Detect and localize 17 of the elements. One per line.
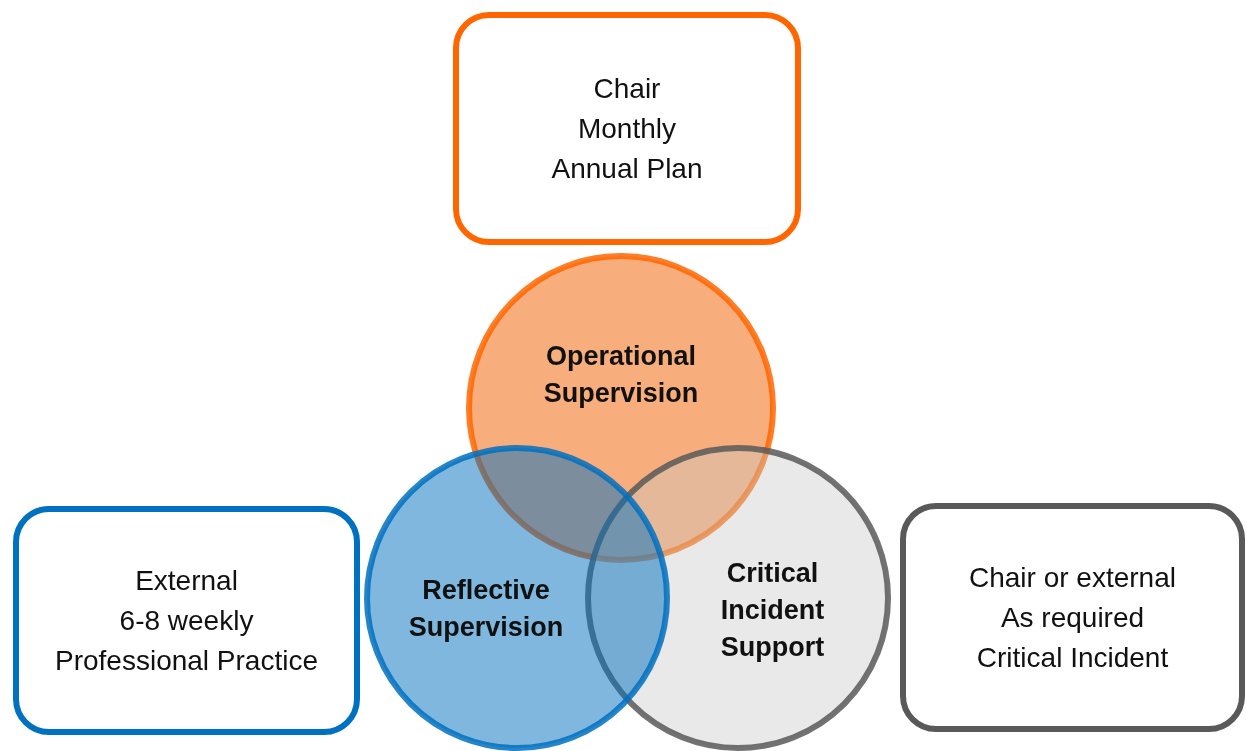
box-text: Chair or external	[969, 560, 1176, 595]
circle-label: Reflective Supervision	[407, 574, 565, 644]
info-box	[900, 503, 1245, 732]
box-text: Professional Practice	[55, 643, 318, 678]
venn-circle	[364, 445, 670, 751]
circle-label: Critical Incident Support	[719, 557, 826, 664]
venn-circle	[466, 253, 776, 563]
box-text: Annual Plan	[551, 151, 703, 186]
info-box	[13, 506, 360, 735]
box-text: Critical Incident	[976, 640, 1169, 675]
info-box	[453, 12, 801, 245]
box-text: Chair	[593, 71, 661, 106]
box-text: External	[135, 563, 238, 598]
box-text: Monthly	[577, 111, 676, 146]
box-text: 6-8 weekly	[119, 603, 254, 638]
box-text: As required	[1000, 600, 1145, 635]
circle-label: Operational Supervision	[542, 340, 700, 410]
